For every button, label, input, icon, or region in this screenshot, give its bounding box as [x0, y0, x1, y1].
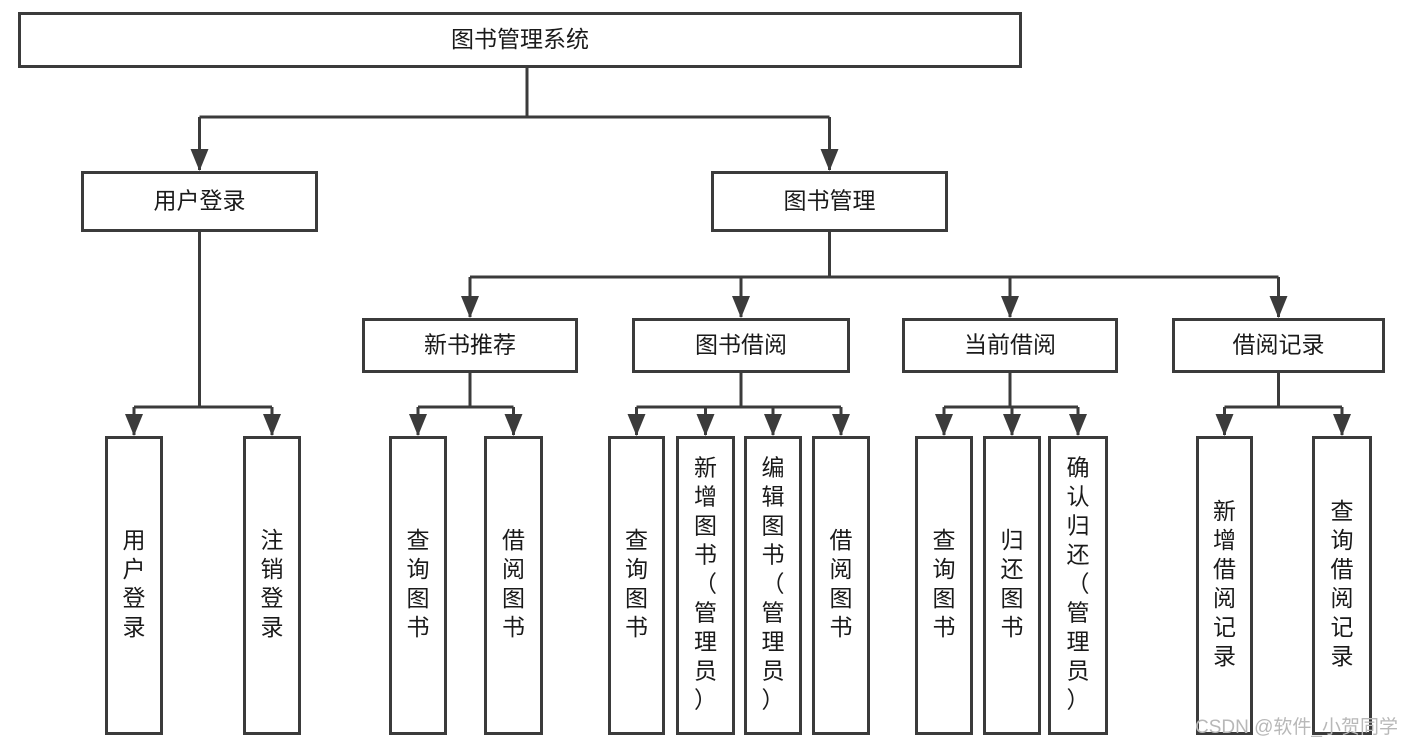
node-layer: 图书管理系统用户登录图书管理新书推荐图书借阅当前借阅借阅记录用户登录注销登录查询…: [18, 12, 1385, 735]
arrow-head-leaf-query-book-current: [935, 414, 953, 436]
node-box-leaf-add-borrow-record: [1196, 436, 1253, 735]
node-label-leaf-return-book: 归还图书: [1001, 527, 1024, 640]
arrow-head-leaf-user-login: [125, 414, 143, 436]
arrow-head-leaf-borrow-book-recommend: [504, 414, 523, 436]
arrow-head-leaf-add-book: [696, 414, 715, 436]
node-label-leaf-query-book-recommend: 查询图书: [407, 527, 430, 640]
node-label-leaf-query-book-current: 查询图书: [933, 527, 956, 640]
arrow-head-user-login: [190, 149, 209, 171]
arrow-head-current-borrow: [1001, 296, 1019, 318]
node-box-leaf-edit-book: [744, 436, 802, 735]
node-book-borrow[interactable]: 图书借阅: [632, 318, 850, 373]
node-label-book-manage: 图书管理: [784, 188, 876, 214]
arrow-head-leaf-borrow-book: [832, 414, 850, 436]
node-leaf-query-book-recommend[interactable]: 查询图书: [389, 436, 447, 735]
node-leaf-add-book[interactable]: 新增图书（管理员）: [676, 436, 735, 735]
node-box-new-book-recommend: [362, 318, 578, 373]
node-box-leaf-borrow-book: [812, 436, 870, 735]
node-leaf-query-borrow-record[interactable]: 查询借阅记录: [1312, 436, 1372, 735]
node-box-leaf-logout-login: [243, 436, 301, 735]
node-label-book-borrow: 图书借阅: [695, 332, 787, 358]
arrow-head-leaf-add-borrow-record: [1215, 414, 1234, 436]
arrow-head-book-manage: [820, 149, 839, 171]
node-label-leaf-user-login: 用户登录: [123, 527, 146, 640]
arrow-head-leaf-confirm-return: [1069, 414, 1087, 436]
arrow-head-leaf-query-book-recommend: [409, 414, 427, 436]
arrow-head-book-borrow: [732, 296, 750, 318]
node-root[interactable]: 图书管理系统: [18, 12, 1022, 68]
node-leaf-add-borrow-record[interactable]: 新增借阅记录: [1196, 436, 1253, 735]
node-leaf-confirm-return[interactable]: 确认归还（管理员）: [1048, 436, 1108, 735]
node-leaf-logout-login[interactable]: 注销登录: [243, 436, 301, 735]
node-box-book-manage: [711, 171, 948, 232]
node-label-leaf-logout-login: 注销登录: [261, 527, 284, 640]
node-label-leaf-borrow-book: 借阅图书: [830, 527, 853, 640]
node-label-leaf-query-book-borrow: 查询图书: [625, 527, 648, 640]
connector-layer: [125, 68, 1351, 436]
node-leaf-user-login[interactable]: 用户登录: [105, 436, 163, 735]
arrow-head-leaf-edit-book: [764, 414, 782, 436]
arrow-head-leaf-logout-login: [263, 414, 281, 436]
csdn-watermark: CSDN @软件_小贺同学: [1195, 716, 1398, 738]
node-leaf-query-book-borrow[interactable]: 查询图书: [608, 436, 665, 735]
node-box-leaf-add-book: [676, 436, 735, 735]
node-box-leaf-query-book-borrow: [608, 436, 665, 735]
arrow-head-leaf-return-book: [1003, 414, 1021, 436]
node-user-login[interactable]: 用户登录: [81, 171, 318, 232]
node-label-leaf-add-book: 新增图书（管理员）: [694, 455, 717, 713]
node-box-leaf-user-login: [105, 436, 163, 735]
node-box-leaf-query-borrow-record: [1312, 436, 1372, 735]
node-leaf-query-book-current[interactable]: 查询图书: [915, 436, 973, 735]
node-leaf-edit-book[interactable]: 编辑图书（管理员）: [744, 436, 802, 735]
node-box-leaf-borrow-book-recommend: [484, 436, 543, 735]
node-box-current-borrow: [902, 318, 1118, 373]
node-box-root: [18, 12, 1022, 68]
node-current-borrow[interactable]: 当前借阅: [902, 318, 1118, 373]
node-borrow-record[interactable]: 借阅记录: [1172, 318, 1385, 373]
node-book-manage[interactable]: 图书管理: [711, 171, 948, 232]
node-label-root: 图书管理系统: [451, 26, 589, 52]
node-leaf-return-book[interactable]: 归还图书: [983, 436, 1041, 735]
arrow-head-new-book-recommend: [461, 296, 479, 318]
node-box-leaf-query-book-current: [915, 436, 973, 735]
node-label-new-book-recommend: 新书推荐: [424, 332, 516, 358]
node-leaf-borrow-book-recommend[interactable]: 借阅图书: [484, 436, 543, 735]
node-box-user-login: [81, 171, 318, 232]
arrow-head-leaf-query-book-borrow: [627, 414, 646, 436]
arrow-head-borrow-record: [1269, 296, 1288, 318]
node-leaf-borrow-book[interactable]: 借阅图书: [812, 436, 870, 735]
arrow-head-leaf-query-borrow-record: [1333, 414, 1351, 436]
node-box-leaf-return-book: [983, 436, 1041, 735]
node-label-user-login: 用户登录: [154, 188, 246, 214]
node-box-book-borrow: [632, 318, 850, 373]
node-label-leaf-edit-book: 编辑图书（管理员）: [762, 455, 785, 713]
node-label-current-borrow: 当前借阅: [964, 332, 1056, 358]
node-box-borrow-record: [1172, 318, 1385, 373]
node-label-leaf-query-borrow-record: 查询借阅记录: [1331, 498, 1354, 669]
node-label-borrow-record: 借阅记录: [1233, 332, 1325, 358]
node-new-book-recommend[interactable]: 新书推荐: [362, 318, 578, 373]
node-label-leaf-add-borrow-record: 新增借阅记录: [1213, 498, 1236, 669]
node-label-leaf-confirm-return: 确认归还（管理员）: [1067, 455, 1090, 713]
node-box-leaf-query-book-recommend: [389, 436, 447, 735]
node-label-leaf-borrow-book-recommend: 借阅图书: [502, 527, 525, 640]
node-box-leaf-confirm-return: [1048, 436, 1108, 735]
